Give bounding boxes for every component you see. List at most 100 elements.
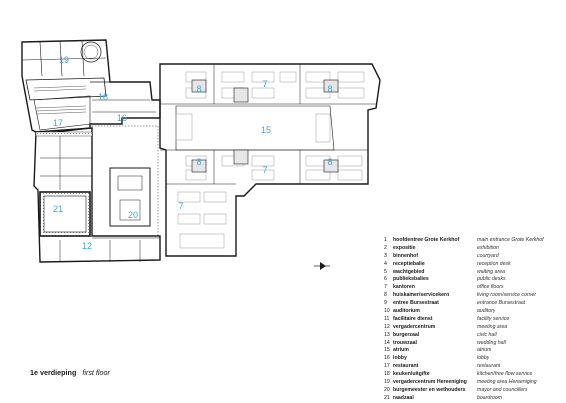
legend: 1 hoofdentree Grote Kerkhof main entrance …: [384, 237, 564, 403]
legend-label-dutch: vergadercentrum: [393, 323, 436, 330]
room-label-21: 21: [53, 204, 63, 214]
legend-label-dutch: wachtgebied: [393, 268, 425, 275]
legend-label-english: facility service: [477, 315, 510, 322]
west-wing-stripes: [33, 85, 87, 115]
legend-label-dutch: trouwzaal: [393, 339, 417, 346]
legend-label-dutch: receptiebalie: [393, 260, 425, 267]
room-label-17: 17: [53, 118, 63, 128]
north-arrow-icon: [314, 262, 330, 270]
room-label-8-ne: 8: [327, 84, 332, 94]
room-label-16: 16: [117, 113, 127, 123]
legend-number: 18: [384, 371, 390, 378]
office-furniture: [175, 71, 365, 249]
legend-label-english: wedding hall: [477, 339, 506, 346]
legend-item: 1 hoofdentree Grote Kerkhof main entrance …: [384, 237, 564, 245]
room-label-8-sw: 8: [196, 157, 201, 167]
room-label-15: 15: [261, 125, 271, 135]
legend-number: 6: [384, 276, 387, 283]
legend-number: 13: [384, 331, 390, 338]
legend-label-dutch: auditorium: [393, 308, 420, 315]
legend-label-english: courtyard: [477, 252, 499, 259]
legend-label-english: living room/service corner: [477, 292, 537, 299]
legend-label-dutch: burgerzaal: [393, 331, 420, 338]
legend-label-english: meeting area: [477, 323, 508, 330]
legend-label-dutch: keuken/uitgifte: [393, 371, 430, 378]
service-cores: [191, 79, 339, 173]
legend-label-dutch: restaurant: [393, 363, 419, 370]
legend-label-dutch: facilitaire dienst: [393, 315, 433, 322]
legend-label-english: auditory: [477, 308, 496, 315]
legend-number: 2: [384, 244, 387, 251]
room-label-18: 18: [98, 92, 108, 102]
legend-number: 19: [384, 379, 390, 386]
legend-number: 7: [384, 284, 387, 291]
southwest-wing: [33, 127, 161, 263]
floor-caption: 1e verdieping first floor: [30, 368, 110, 377]
legend-item: 8 huiskamer/servicekern living room/servic…: [384, 292, 564, 300]
legend-label-english: boardroom: [477, 394, 503, 401]
legend-number: 20: [384, 386, 390, 393]
legend-label-english: reception desk: [477, 260, 511, 267]
legend-label-dutch: atrium: [393, 347, 409, 354]
room-label-20: 20: [128, 210, 138, 220]
legend-item: 3 binnenhof courtyard: [384, 253, 564, 261]
legend-item: 4 receptiebalie reception desk: [384, 261, 564, 269]
legend-label-english: meeting area Hereeniging: [477, 379, 537, 386]
legend-number: 16: [384, 355, 390, 362]
legend-number: 4: [384, 260, 387, 267]
legend-number: 17: [384, 363, 390, 370]
legend-number: 10: [384, 308, 390, 315]
legend-number: 8: [384, 292, 387, 299]
legend-item: 2 expositie exhibition: [384, 245, 564, 253]
caption-dutch: 1e verdieping: [30, 368, 77, 377]
legend-number: 3: [384, 252, 387, 259]
legend-label-dutch: vergadercentrum Hereeniging: [393, 379, 467, 386]
west-wing: [21, 39, 161, 135]
legend-label-english: civic hall: [477, 331, 497, 338]
room-label-19: 19: [59, 55, 69, 65]
legend-label-dutch: huiskamer/servicekern: [393, 292, 450, 299]
room-label-12: 12: [82, 241, 92, 251]
legend-label-dutch: binnenhof: [393, 252, 419, 259]
legend-number: 15: [384, 347, 390, 354]
legend-label-english: kitchen/free flow service: [477, 371, 533, 378]
room-label-7-north: 7: [262, 79, 267, 89]
courtyard-outline: [91, 125, 159, 237]
legend-number: 9: [384, 300, 387, 307]
legend-label-dutch: kantoren: [393, 284, 415, 291]
legend-number: 21: [384, 394, 390, 401]
legend-item: 6 publieksbalies public desks: [384, 276, 564, 284]
legend-label-english: public desks: [477, 276, 506, 283]
legend-number: 11: [384, 315, 390, 322]
legend-label-english: restaurant: [477, 363, 501, 370]
legend-number: 5: [384, 268, 387, 275]
legend-label-english: entrance Bursestraat: [477, 300, 526, 307]
caption-english: first floor: [82, 368, 110, 377]
legend-label-english: lobby: [477, 355, 490, 362]
room-label-7-west: 7: [178, 201, 183, 211]
legend-label-dutch: expositie: [393, 244, 416, 251]
legend-label-english: main entrance Grote Kerkhof: [477, 237, 544, 243]
legend-label-dutch: burgemeester en wethouders: [393, 386, 466, 393]
room-label-8-nw: 8: [196, 84, 201, 94]
legend-number: 1: [384, 237, 387, 243]
legend-label-english: atrium: [477, 347, 492, 354]
legend-label-dutch: publieksbalies: [393, 276, 429, 283]
legend-label-dutch: hoofdentree Grote Kerkhof: [393, 237, 460, 243]
legend-label-english: exhibition: [477, 244, 499, 251]
